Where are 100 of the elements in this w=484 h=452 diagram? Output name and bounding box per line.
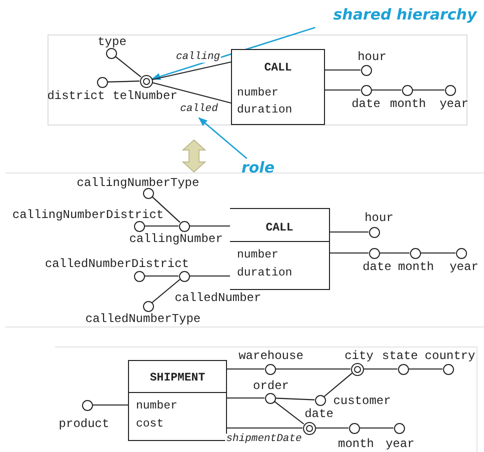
shared-attribute-circle bbox=[350, 362, 364, 376]
connector-line bbox=[144, 275, 178, 277]
attribute-label: country bbox=[424, 350, 476, 362]
attribute-circle bbox=[368, 248, 380, 258]
connector-line bbox=[325, 69, 360, 71]
measure-label: duration bbox=[237, 267, 292, 279]
attribute-label: year bbox=[450, 261, 478, 273]
attribute-circle bbox=[368, 226, 380, 238]
connector-line bbox=[412, 89, 444, 91]
attribute-circle bbox=[360, 64, 372, 76]
attribute-circle bbox=[178, 270, 190, 282]
attribute-circle bbox=[394, 422, 404, 434]
shared-attribute-circle bbox=[302, 422, 316, 434]
attribute-label: month bbox=[390, 98, 426, 110]
fact-name: CALL bbox=[266, 222, 294, 234]
connector-line bbox=[420, 252, 456, 254]
edge-label: calling bbox=[174, 52, 222, 62]
measure-label: number bbox=[136, 400, 178, 412]
connector-line bbox=[330, 231, 368, 233]
connector-line bbox=[190, 275, 230, 277]
connector-line bbox=[275, 398, 315, 400]
attribute-label: calledNumberDistrict bbox=[44, 258, 190, 270]
fact-name: CALL bbox=[264, 62, 292, 74]
attribute-label: order bbox=[253, 380, 289, 392]
connector-line bbox=[190, 225, 230, 227]
attribute-label: type bbox=[98, 36, 126, 48]
connector-line bbox=[276, 368, 350, 370]
connector-line bbox=[372, 89, 402, 91]
attribute-label: district bbox=[47, 90, 105, 102]
connector-line bbox=[227, 368, 264, 370]
attribute-circle bbox=[360, 84, 372, 96]
measure-label: number bbox=[237, 249, 278, 261]
fact-name: SHIPMENT bbox=[150, 372, 206, 384]
attribute-label: date bbox=[304, 408, 334, 420]
attribute-circle bbox=[348, 422, 360, 434]
attribute-label: year bbox=[386, 438, 414, 450]
attribute-label: year bbox=[440, 98, 468, 110]
attribute-circle bbox=[142, 300, 154, 312]
connector-line bbox=[152, 196, 180, 223]
attribute-circle bbox=[264, 364, 276, 374]
attribute-circle bbox=[402, 84, 412, 96]
attribute-label: date bbox=[362, 261, 392, 273]
attribute-circle bbox=[398, 364, 408, 374]
connector-line bbox=[152, 82, 232, 104]
callout-text: role bbox=[241, 160, 275, 176]
attribute-circle bbox=[134, 270, 144, 282]
shared-attribute-circle bbox=[140, 74, 152, 88]
attribute-circle bbox=[410, 248, 420, 258]
callout-arrow bbox=[198, 117, 248, 160]
connector-line bbox=[152, 279, 180, 303]
connector-line bbox=[408, 368, 442, 370]
attribute-circle bbox=[134, 220, 144, 232]
attribute-label: callingNumber bbox=[129, 233, 223, 245]
attribute-circle bbox=[442, 364, 454, 374]
attribute-label: month bbox=[398, 261, 434, 273]
attribute-label: calledNumber bbox=[174, 292, 262, 304]
fact-box bbox=[231, 49, 325, 125]
attribute-label: customer bbox=[333, 395, 391, 407]
attribute-circle bbox=[96, 76, 108, 88]
measure-label: number bbox=[237, 87, 278, 99]
callout-text: shared hierarchy bbox=[333, 8, 477, 22]
measure-label: cost bbox=[136, 418, 164, 430]
connector-line bbox=[364, 368, 398, 370]
measure-label: duration bbox=[237, 104, 292, 116]
attribute-circle bbox=[264, 392, 276, 404]
attribute-label: hour bbox=[364, 212, 394, 224]
edge-label: shipmentDate bbox=[225, 434, 303, 444]
attribute-circle bbox=[106, 48, 116, 58]
attribute-label: month bbox=[338, 438, 374, 450]
attribute-circle bbox=[178, 220, 190, 232]
connector-line bbox=[316, 427, 348, 429]
connector-line bbox=[114, 56, 142, 78]
attribute-label: telNumber bbox=[112, 90, 178, 102]
connector-line bbox=[325, 89, 360, 91]
connector-line bbox=[380, 252, 410, 254]
attribute-label: product bbox=[58, 418, 110, 430]
attribute-circle bbox=[314, 394, 326, 406]
attribute-circle bbox=[82, 400, 92, 410]
attribute-label: warehouse bbox=[238, 350, 304, 362]
fact-box bbox=[230, 208, 330, 290]
edge-label: called bbox=[179, 104, 219, 114]
connector-line bbox=[227, 427, 302, 429]
attribute-label: state bbox=[382, 350, 418, 362]
attribute-circle bbox=[444, 84, 456, 96]
attribute-circle bbox=[142, 188, 154, 198]
connector-line bbox=[324, 372, 352, 397]
connector-line bbox=[152, 61, 232, 80]
connector-line bbox=[144, 225, 178, 227]
attribute-label: date bbox=[352, 98, 380, 110]
attribute-label: callingNumberType bbox=[76, 177, 200, 189]
attribute-label: hour bbox=[358, 51, 386, 63]
attribute-label: calledNumberType bbox=[85, 313, 201, 325]
connector-line bbox=[227, 397, 264, 399]
attribute-label: callingNumberDistrict bbox=[12, 209, 164, 221]
connector-line bbox=[360, 427, 394, 429]
connector-line bbox=[330, 252, 368, 254]
connector-line bbox=[92, 404, 128, 406]
attribute-circle bbox=[456, 248, 466, 258]
connector-line bbox=[274, 400, 304, 424]
connector-line bbox=[107, 80, 140, 82]
